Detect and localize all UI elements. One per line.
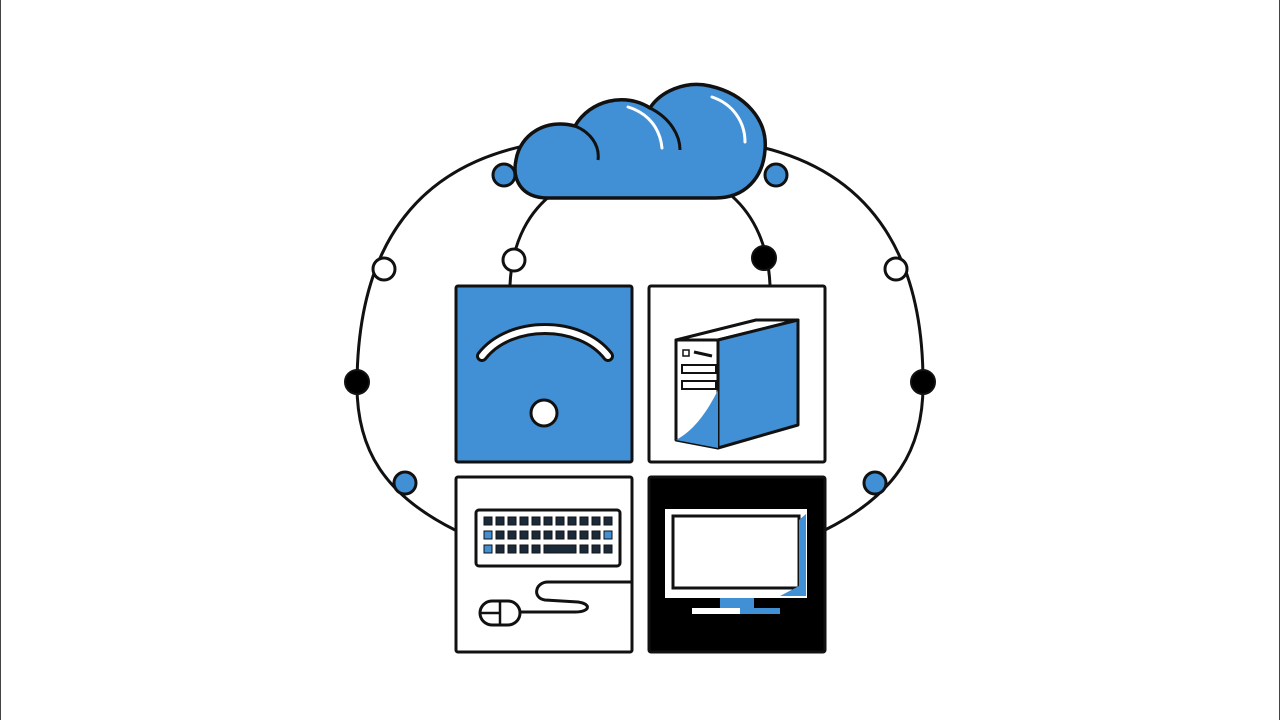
keyboard-key <box>507 530 517 540</box>
keyboard-key <box>531 516 541 526</box>
keyboard-key <box>603 516 613 526</box>
keyboard-key <box>555 516 565 526</box>
keyboard-key <box>591 516 601 526</box>
outer-connection-ring <box>355 136 925 532</box>
keyboard-key <box>519 516 529 526</box>
node-outer-upper-left <box>371 256 397 282</box>
monitor-tile <box>647 475 827 654</box>
server-tile <box>647 284 827 464</box>
keyboard-key <box>495 530 505 540</box>
keyboard-key <box>519 530 529 540</box>
node-outer-top-left <box>491 162 517 188</box>
keyboard-key <box>495 544 505 554</box>
server-tower-icon <box>674 318 800 450</box>
keyboard-key <box>579 516 589 526</box>
node-inner-right <box>751 245 777 271</box>
inner-connection-arc <box>508 190 772 286</box>
node-outer-mid-left <box>344 369 370 395</box>
wifi-icon <box>476 323 614 428</box>
keyboard-keys <box>483 516 613 554</box>
node-outer-upper-right <box>883 256 909 282</box>
keyboard-key <box>555 530 565 540</box>
keyboard-key <box>507 544 517 554</box>
keyboard-key <box>543 530 553 540</box>
keyboard-key <box>495 516 505 526</box>
keyboard-key <box>543 516 553 526</box>
wifi-tile <box>454 284 634 464</box>
node-outer-mid-right <box>910 369 936 395</box>
keyboard-key <box>591 530 601 540</box>
keyboard-key <box>567 530 577 540</box>
keyboard-mouse-icon <box>474 508 634 627</box>
keyboard-key <box>567 516 577 526</box>
keyboard-key <box>531 544 541 554</box>
ring-nodes <box>344 162 936 496</box>
node-outer-lower-right <box>862 470 888 496</box>
keyboard-key <box>579 530 589 540</box>
keyboard-key <box>531 530 541 540</box>
frame-edge-left <box>0 0 1 720</box>
node-outer-top-right <box>763 162 789 188</box>
cloud-icon <box>513 82 767 200</box>
keyboard-key <box>603 544 613 554</box>
node-inner-left <box>501 247 527 273</box>
keyboard-key <box>543 544 577 554</box>
keyboard-key <box>579 544 589 554</box>
keyboard-key <box>603 530 613 540</box>
keyboard-mouse-tile <box>454 475 634 654</box>
keyboard-key <box>483 516 493 526</box>
keyboard-key <box>591 544 601 554</box>
node-outer-lower-left <box>392 470 418 496</box>
monitor-icon <box>665 509 807 614</box>
keyboard-key <box>483 544 493 554</box>
keyboard-key <box>519 544 529 554</box>
keyboard-key <box>483 530 493 540</box>
keyboard-key <box>507 516 517 526</box>
